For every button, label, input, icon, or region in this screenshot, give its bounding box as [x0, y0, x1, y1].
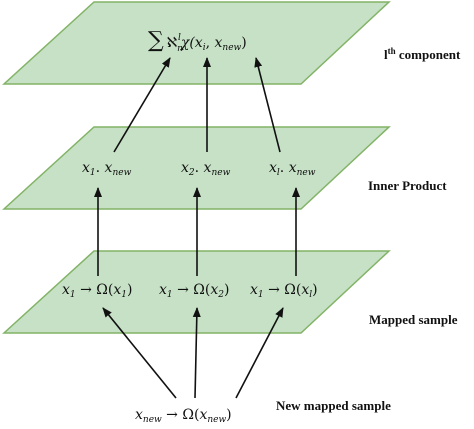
- inner-product-label: Inner Product: [368, 178, 447, 193]
- comma: ,: [206, 35, 215, 51]
- mapped-item-3: x1 → Ω(xl): [250, 282, 318, 300]
- new-mapped-sample-label: New mapped sample: [276, 398, 391, 413]
- chi-open: χ(: [180, 35, 195, 51]
- xi-sub: i: [203, 43, 206, 53]
- sum-symbol: ∑: [148, 28, 164, 53]
- aleph-sup: l: [178, 33, 181, 43]
- new-sample-formula: xnew → Ω(xnew): [135, 407, 232, 425]
- xnew-sub: new: [222, 43, 241, 53]
- inner-item-1: x1. xnew: [82, 160, 132, 178]
- inner-item-2: x2. xnew: [181, 160, 231, 178]
- xi: x: [195, 35, 203, 51]
- mapped-sample-label: Mapped sample: [369, 312, 458, 327]
- arrow-new-to-mapped-3: [235, 307, 284, 399]
- arrow-new-to-mapped-1: [102, 307, 177, 399]
- arrow-inner-to-top-3: [254, 57, 281, 153]
- mapped-sample-plane: [2, 250, 391, 334]
- aleph-symbol: ℵ: [167, 35, 177, 51]
- mapped-item-1: x1 → Ω(x1): [62, 282, 132, 300]
- top-formula: ∑ℵnlχ(xi, xnew): [148, 28, 247, 54]
- arrow-new-to-mapped-2: [192, 307, 201, 399]
- xnew: x: [215, 35, 223, 51]
- mapped-item-2: x1 → Ω(x2): [159, 282, 229, 300]
- aleph-sub: n: [177, 44, 183, 54]
- top-plane: [2, 1, 391, 85]
- component-label: lth component: [384, 46, 461, 62]
- arrow-inner-to-top-1: [113, 57, 171, 153]
- chi-close: ): [241, 35, 246, 51]
- inner-item-3: xl. xnew: [269, 160, 316, 178]
